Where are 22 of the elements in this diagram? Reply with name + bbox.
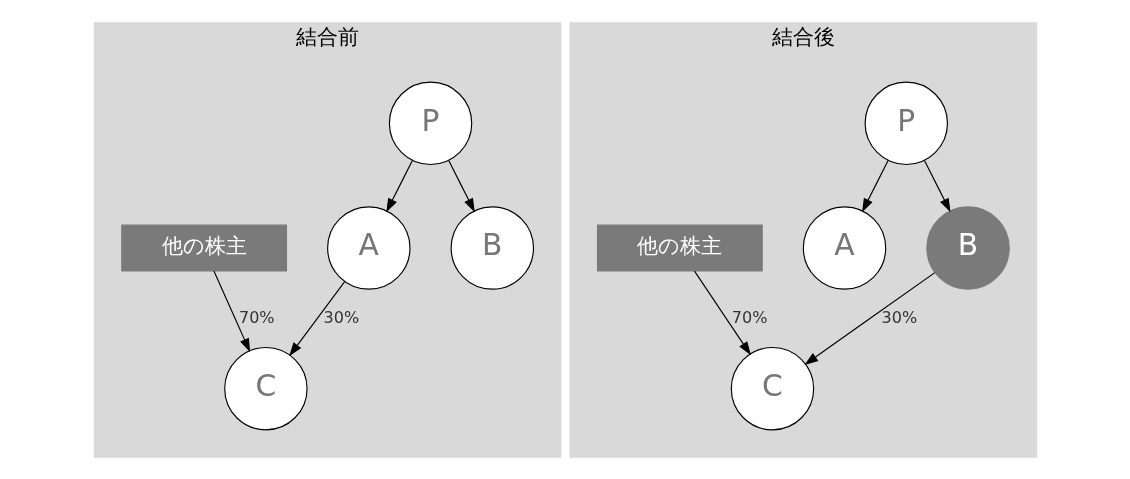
node-circle: B bbox=[450, 205, 534, 290]
edge-label: 70% bbox=[238, 307, 275, 327]
arrow bbox=[803, 271, 935, 365]
arrow bbox=[447, 159, 475, 212]
arrow bbox=[923, 159, 951, 212]
node-box: 他の株主 bbox=[596, 224, 763, 271]
node-circle: B bbox=[925, 205, 1010, 290]
edge-label: 30% bbox=[881, 307, 917, 327]
arrow bbox=[288, 280, 345, 356]
node-circle: A bbox=[326, 205, 411, 290]
node-circle: C bbox=[730, 346, 814, 430]
arrow bbox=[212, 270, 250, 352]
node-circle: C bbox=[223, 346, 308, 430]
arrow bbox=[693, 270, 751, 355]
node-box: 他の株主 bbox=[120, 224, 287, 271]
node-circle: P bbox=[864, 81, 948, 165]
node-circle: A bbox=[802, 205, 886, 290]
node-circle: P bbox=[388, 81, 472, 165]
arrow bbox=[385, 159, 413, 212]
arrow bbox=[861, 159, 889, 212]
edge-label: 70% bbox=[731, 307, 767, 327]
edge-label: 30% bbox=[323, 307, 359, 327]
